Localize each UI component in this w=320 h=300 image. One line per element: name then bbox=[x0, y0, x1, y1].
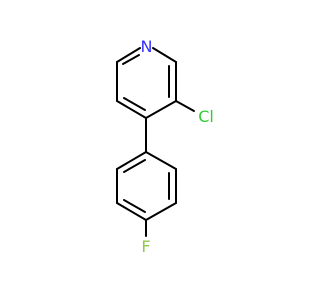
bond-c6-n bbox=[152, 47, 177, 63]
bond-n-c2-inner bbox=[122, 54, 140, 65]
atom-label-nitrogen: N bbox=[141, 37, 153, 56]
bond-c3-c4-inner bbox=[123, 97, 146, 111]
molecule-diagram: N Cl F bbox=[116, 37, 214, 256]
bond-p1-p2 bbox=[116, 151, 147, 170]
bond-p3-p4-inner bbox=[123, 199, 146, 213]
molecule-structure: N Cl F bbox=[116, 37, 214, 256]
bond-p6-p1 bbox=[145, 151, 177, 170]
bond-p1-p2-inner bbox=[123, 159, 146, 173]
atom-label-fluorine: F bbox=[141, 237, 150, 256]
bond-c4-c5 bbox=[145, 100, 177, 119]
bond-c-cl bbox=[175, 100, 195, 112]
bond-p4-p5 bbox=[145, 202, 177, 221]
bond-c3-c4 bbox=[116, 100, 147, 119]
bond-p3-p4 bbox=[116, 202, 147, 221]
atom-label-chlorine: Cl bbox=[198, 107, 214, 126]
bond-n-c2 bbox=[116, 47, 141, 63]
